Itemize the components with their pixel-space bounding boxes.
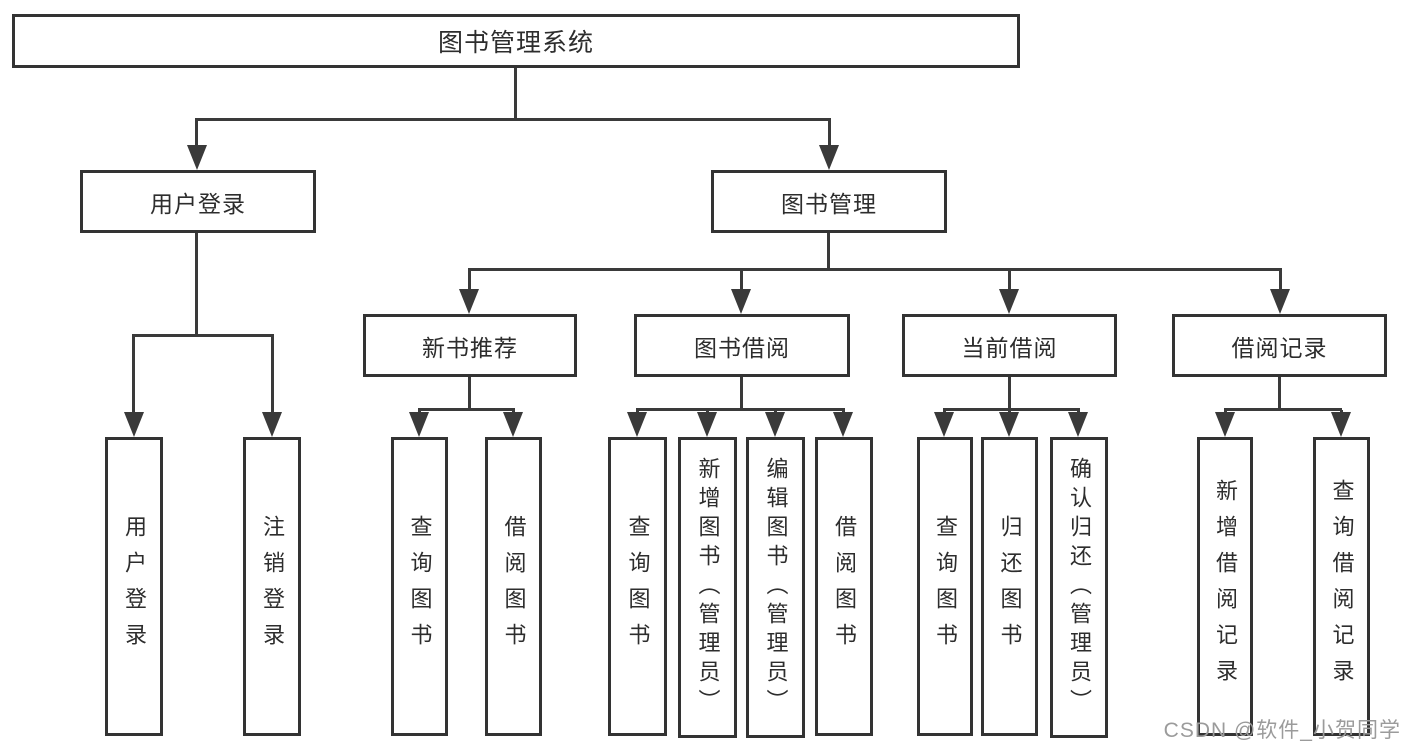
leaf-return-books: 归还图书: [981, 437, 1038, 736]
leaf-query-books-borrow: 查询图书: [608, 437, 667, 736]
connector-line: [740, 377, 743, 410]
arrow-down-icon: [409, 412, 429, 437]
connector-line: [1279, 270, 1282, 292]
leaf-query-books-current: 查询图书: [917, 437, 973, 736]
node-borrow-records: 借阅记录: [1172, 314, 1387, 377]
connector-line: [468, 270, 471, 292]
arrow-down-icon: [1331, 412, 1351, 437]
arrow-down-icon: [627, 412, 647, 437]
connector-line: [828, 120, 831, 150]
watermark: CSDN @软件_小贺同学: [1163, 719, 1401, 742]
connector-line: [132, 334, 274, 337]
node-current-borrow: 当前借阅: [902, 314, 1117, 377]
connector-line: [132, 336, 135, 415]
leaf-user-login: 用户登录: [105, 437, 163, 736]
leaf-confirm-return-admin: 确认归还（管理员）: [1050, 437, 1108, 738]
arrow-down-icon: [459, 289, 479, 314]
connector-line: [195, 118, 831, 121]
arrow-down-icon: [731, 289, 751, 314]
connector-line: [827, 233, 830, 270]
node-root: 图书管理系统: [12, 14, 1020, 68]
connector-line: [1278, 377, 1281, 410]
connector-line: [943, 408, 1080, 411]
arrow-down-icon: [1270, 289, 1290, 314]
arrow-down-icon: [934, 412, 954, 437]
node-book-management: 图书管理: [711, 170, 947, 233]
leaf-query-books-recommend: 查询图书: [391, 437, 448, 736]
connector-line: [271, 336, 274, 415]
leaf-add-borrow-record: 新增借阅记录: [1197, 437, 1253, 736]
connector-line: [740, 270, 743, 292]
connector-line: [1224, 408, 1342, 411]
arrow-down-icon: [187, 145, 207, 170]
node-book-borrow: 图书借阅: [634, 314, 850, 377]
arrow-down-icon: [999, 412, 1019, 437]
connector-line: [418, 408, 515, 411]
node-new-book-recommend: 新书推荐: [363, 314, 577, 377]
connector-line: [468, 268, 1282, 271]
arrow-down-icon: [833, 412, 853, 437]
arrow-down-icon: [1215, 412, 1235, 437]
node-user-login: 用户登录: [80, 170, 316, 233]
arrow-down-icon: [765, 412, 785, 437]
leaf-add-books-admin: 新增图书（管理员）: [678, 437, 737, 738]
arrow-down-icon: [503, 412, 523, 437]
arrow-down-icon: [999, 289, 1019, 314]
arrow-down-icon: [697, 412, 717, 437]
leaf-borrow-books: 借阅图书: [815, 437, 873, 736]
arrow-down-icon: [262, 412, 282, 437]
connector-line: [195, 233, 198, 337]
leaf-query-borrow-record: 查询借阅记录: [1313, 437, 1370, 736]
leaf-logout: 注销登录: [243, 437, 301, 736]
connector-line: [468, 377, 471, 410]
connector-line: [1008, 270, 1011, 292]
leaf-borrow-books-recommend: 借阅图书: [485, 437, 542, 736]
connector-line: [636, 408, 845, 411]
arrow-down-icon: [124, 412, 144, 437]
leaf-edit-books-admin: 编辑图书（管理员）: [746, 437, 805, 738]
connector-line: [514, 68, 517, 121]
connector-line: [1008, 377, 1011, 410]
arrow-down-icon: [1068, 412, 1088, 437]
arrow-down-icon: [819, 145, 839, 170]
connector-line: [195, 120, 198, 150]
